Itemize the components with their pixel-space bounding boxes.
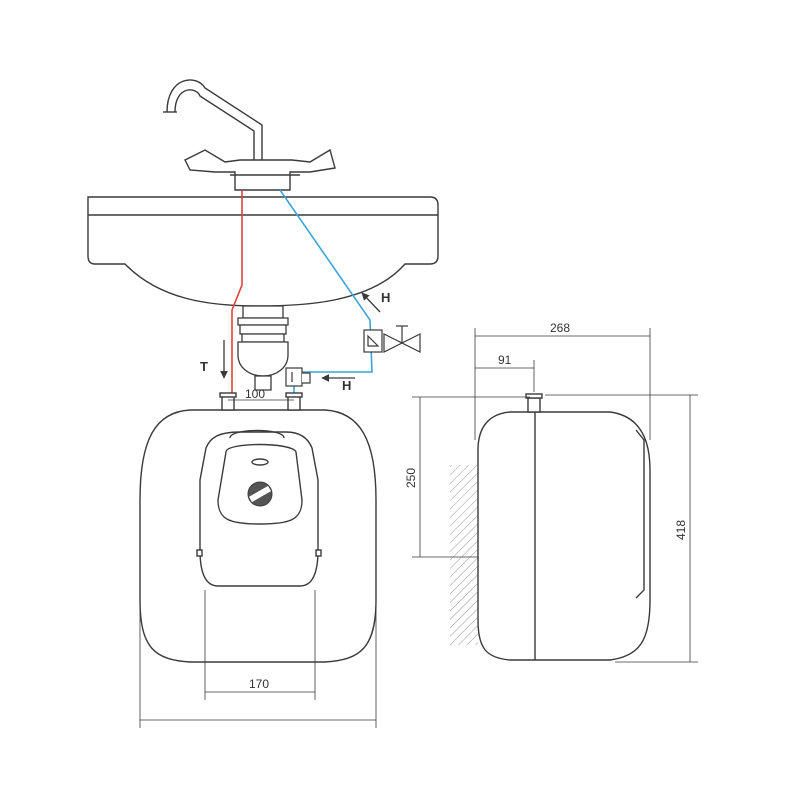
dim-connection-offset: 91 <box>475 353 535 392</box>
dim-inner-width-label: 170 <box>249 677 269 691</box>
stop-valve-icon <box>383 325 421 353</box>
dim-connection-spacing: 100 <box>228 387 294 401</box>
dim-depth: 268 <box>474 321 651 440</box>
hot-water-pipe <box>231 190 243 398</box>
dim-mount-height: 250 <box>404 396 530 558</box>
water-heater-icon <box>139 392 377 663</box>
dim-mount-height-label: 250 <box>404 468 418 488</box>
dim-inner-width: 170 <box>204 590 316 700</box>
dim-total-height-label: 418 <box>674 520 688 540</box>
dim-connection-offset-label: 91 <box>498 353 512 367</box>
label-inlet-right: H <box>381 290 390 305</box>
label-valve: H <box>342 378 351 393</box>
dim-depth-label: 268 <box>550 321 570 335</box>
flow-arrow-cold-in <box>361 292 381 313</box>
thermostat-knob-icon <box>247 481 273 507</box>
check-valve-icon <box>363 329 383 353</box>
dim-overall-width <box>139 600 377 728</box>
safety-valve-icon <box>285 367 311 387</box>
dim-total-height: 418 <box>545 394 698 663</box>
dim-connection-spacing-label: 100 <box>245 387 265 401</box>
wall-hatch-icon <box>450 465 478 645</box>
side-view-heater <box>477 393 651 661</box>
label-inlet-left: T <box>200 359 208 374</box>
faucet-icon <box>163 79 336 191</box>
sink-icon <box>87 196 439 307</box>
siphon-icon <box>237 305 289 391</box>
